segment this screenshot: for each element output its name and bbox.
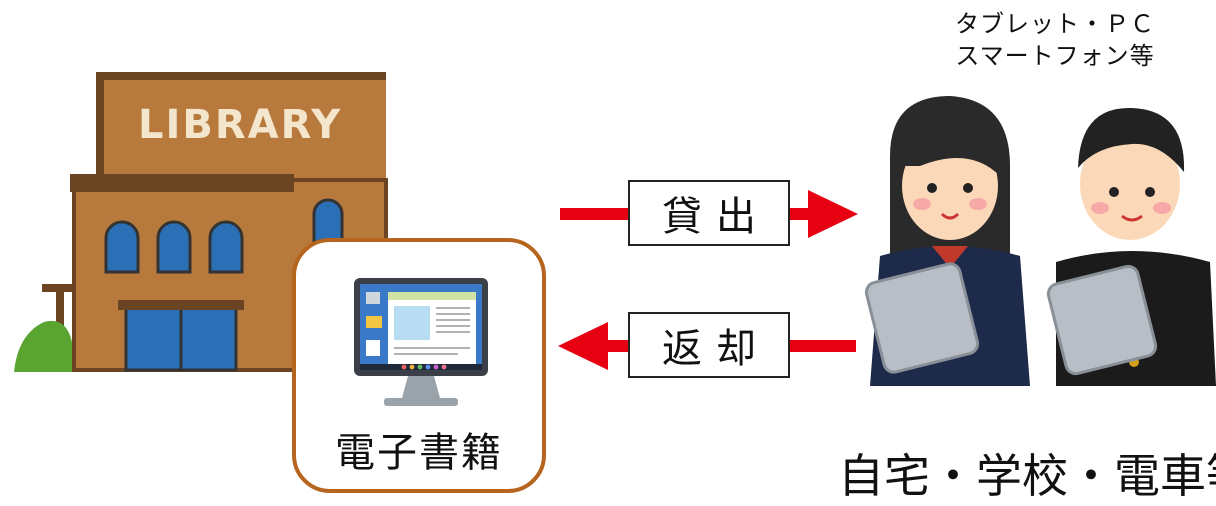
male-student-figure	[1046, 107, 1216, 386]
devices-note: タブレット・ＰＣ スマートフォン等	[905, 8, 1205, 72]
devices-line-1: タブレット・ＰＣ	[955, 10, 1155, 38]
ebook-card: 電子書籍	[292, 238, 546, 493]
return-label: 返却	[628, 312, 790, 378]
female-student-figure	[864, 96, 1030, 386]
library-sign-text: LIBRARY	[138, 102, 342, 148]
lend-label: 貸出	[628, 180, 790, 246]
devices-line-2: スマートフォン等	[955, 42, 1155, 70]
ebook-label: 電子書籍	[335, 430, 503, 476]
students-with-tablets-illustration	[864, 96, 1216, 386]
location-label: 自宅・学校・電車等	[838, 449, 1216, 503]
monitor-icon	[354, 278, 488, 406]
